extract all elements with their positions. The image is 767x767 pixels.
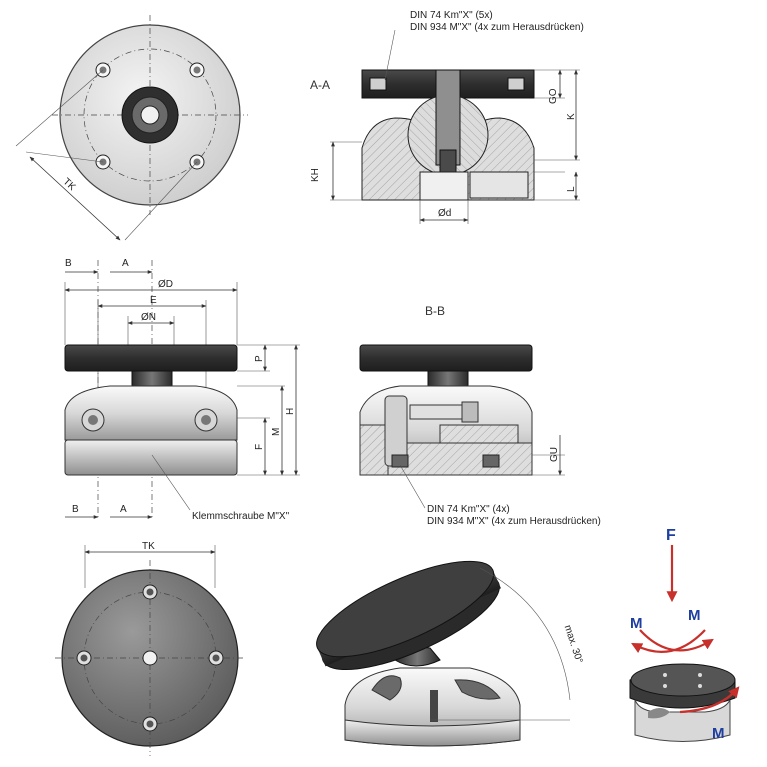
force-f-label: F <box>666 527 676 544</box>
dim-m: M <box>271 428 282 436</box>
moment-m-left: M <box>630 615 643 632</box>
bb-din74-label: DIN 74 Km"X" (4x) <box>427 504 510 515</box>
dim-b-top: B <box>65 258 72 269</box>
max-angle-label: max. 30° <box>562 624 585 665</box>
section-aa-view <box>330 29 580 224</box>
dim-e: E <box>150 295 157 306</box>
side-view <box>64 260 300 520</box>
section-aa-label: A-A <box>310 78 330 92</box>
top-din74-label: DIN 74 Km"X" (5x) <box>410 10 493 21</box>
dim-l: L <box>566 186 577 192</box>
top-plan-view <box>15 15 248 241</box>
dim-tk-top: TK <box>61 176 78 193</box>
dim-p: P <box>254 355 265 362</box>
dim-gu: GU <box>549 447 560 462</box>
dim-on: ØN <box>141 312 156 323</box>
dim-f: F <box>254 444 265 450</box>
bottom-plan-view <box>55 545 245 756</box>
section-bb-label: B-B <box>425 304 445 318</box>
dim-tk-bottom: TK <box>142 541 155 552</box>
force-moment-view <box>629 545 740 742</box>
klemmschraube-label: Klemmschraube M"X" <box>192 511 290 522</box>
dim-k: K <box>566 113 577 120</box>
dim-h: H <box>285 408 296 415</box>
dim-a-bottom: A <box>120 504 127 515</box>
dim-go: GO <box>548 88 559 104</box>
dim-od: Ød <box>438 208 451 219</box>
section-bb-view <box>359 344 565 509</box>
moment-m-right: M <box>688 607 701 624</box>
dim-oD: ØD <box>158 279 173 290</box>
tilted-view <box>316 560 571 747</box>
dim-b-bottom: B <box>72 504 79 515</box>
top-din934-label: DIN 934 M"X" (4x zum Herausdrücken) <box>410 22 584 33</box>
moment-m-bottom: M <box>712 725 725 742</box>
dim-kh: KH <box>310 168 321 182</box>
dim-a-top: A <box>122 258 129 269</box>
bb-din934-label: DIN 934 M"X" (4x zum Herausdrücken) <box>427 516 601 527</box>
